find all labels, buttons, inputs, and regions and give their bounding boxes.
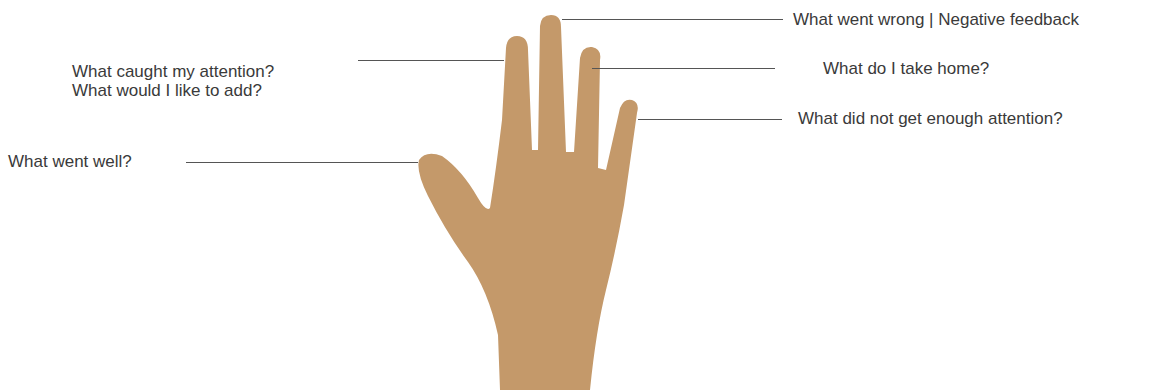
hand-shape: [418, 15, 637, 390]
leader-line: [562, 19, 783, 20]
leader-line: [358, 60, 504, 61]
callout-label: What went well?: [8, 152, 132, 172]
callout-label: What went wrong | Negative feedback: [793, 10, 1079, 30]
callout-label: What caught my attention?: [72, 62, 274, 82]
callout-label: What did not get enough attention?: [798, 109, 1063, 129]
leader-line: [592, 68, 775, 69]
callout-label: What do I take home?: [823, 59, 989, 79]
leader-line: [186, 162, 418, 163]
callout-label: What would I like to add?: [72, 81, 262, 101]
leader-line: [638, 119, 782, 120]
